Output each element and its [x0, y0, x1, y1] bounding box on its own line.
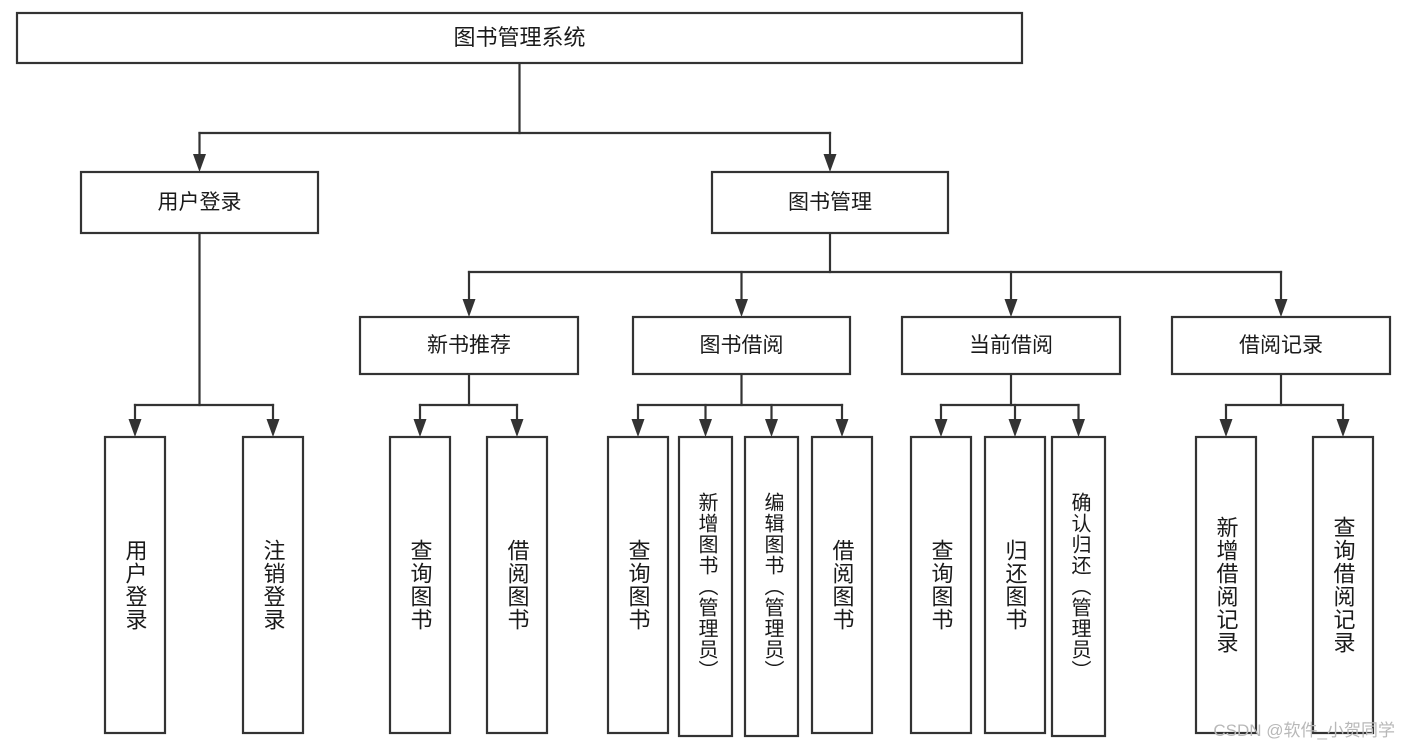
node-label-level2-图书管理: 图书管理: [788, 191, 872, 214]
connector-leaf-1-1-head: [510, 419, 524, 437]
connector-root-to-l2-0-head: [193, 154, 206, 172]
connector-bookmgmt-to-l3-0-head: [462, 299, 476, 317]
node-box-leaf-6[interactable]: [743, 435, 800, 738]
connector-leaf-4-1-head: [1336, 419, 1350, 437]
node-box-level3-2[interactable]: [900, 315, 1122, 376]
node-box-leaf-9[interactable]: [983, 435, 1047, 735]
connector-leaf-3-0-head: [934, 419, 948, 437]
connector-leaf-2-3-head: [835, 419, 849, 437]
connector-leaf-1-0-head: [413, 419, 427, 437]
connector-leaf-2-1-head: [699, 419, 712, 437]
node-label-root-图书管理系统: 图书管理系统: [453, 25, 585, 50]
node-box-root-0[interactable]: [15, 11, 1024, 65]
node-box-leaf-1[interactable]: [241, 435, 305, 735]
node-box-leaf-8[interactable]: [909, 435, 973, 735]
node-box-level3-0[interactable]: [358, 315, 580, 376]
connector-leaf-3-1-head: [1008, 419, 1022, 437]
connector-leaf-0-0-head: [128, 419, 142, 437]
node-box-leaf-2[interactable]: [388, 435, 452, 735]
node-label-level3-图书借阅: 图书借阅: [700, 334, 784, 357]
node-box-level2-1[interactable]: [710, 170, 950, 235]
connector-layer: [128, 61, 1350, 437]
connector-leaf-2-2-head: [765, 419, 778, 437]
node-box-leaf-11[interactable]: [1194, 435, 1258, 735]
connector-root-to-l2-1-head: [823, 154, 837, 172]
node-box-level2-0[interactable]: [79, 170, 320, 235]
connector-leaf-2-0-head: [631, 419, 645, 437]
node-label-level2-用户登录: 用户登录: [158, 191, 242, 214]
node-label-level3-借阅记录: 借阅记录: [1239, 334, 1323, 357]
connector-bookmgmt-to-l3-3-head: [1274, 299, 1288, 317]
node-box-leaf-10[interactable]: [1050, 435, 1107, 738]
node-box-leaf-4[interactable]: [606, 435, 670, 735]
node-label-level3-当前借阅: 当前借阅: [969, 334, 1053, 357]
node-box-leaf-12[interactable]: [1311, 435, 1375, 735]
node-box-level3-1[interactable]: [631, 315, 852, 376]
node-label-level3-新书推荐: 新书推荐: [427, 334, 511, 357]
connector-leaf-0-1-head: [266, 419, 280, 437]
connector-bookmgmt-to-l3-1-head: [735, 299, 748, 317]
connector-bookmgmt-to-l3-2-head: [1004, 299, 1018, 317]
node-box-layer: [15, 11, 1392, 738]
node-box-leaf-5[interactable]: [677, 435, 734, 738]
connector-leaf-4-0-head: [1219, 419, 1233, 437]
node-box-leaf-3[interactable]: [485, 435, 549, 735]
node-box-level3-3[interactable]: [1170, 315, 1392, 376]
connector-leaf-3-2-head: [1072, 419, 1085, 437]
watermark-text: CSDN @软件_小贺同学: [1213, 721, 1395, 740]
node-box-leaf-7[interactable]: [810, 435, 874, 735]
node-box-leaf-0[interactable]: [103, 435, 167, 735]
